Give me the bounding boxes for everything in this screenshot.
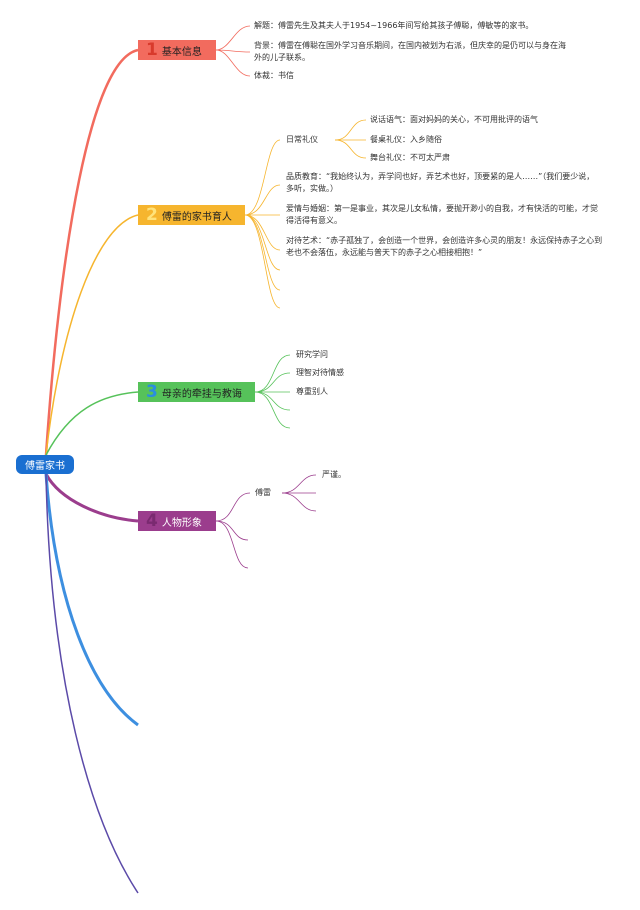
topic-label: 人物形象 [161,517,202,529]
topic-number: 2 [146,204,158,225]
leaf-mother-study[interactable]: 研究学问 [296,350,328,359]
topic-education[interactable]: 2 傅雷的家书育人 [138,205,245,225]
topic-label: 基本信息 [161,46,202,58]
leaf-etiquette-table[interactable]: 餐桌礼仪：入乡随俗 [370,135,442,144]
leaf-genre[interactable]: 体裁：书信 [254,71,294,80]
leaf-art[interactable]: 对待艺术：“赤子孤独了，会创造一个世界，会创造许多心灵的朋友！永远保持赤子之心到… [286,236,603,257]
topic-number: 3 [146,381,158,402]
branch-line-2 [45,214,139,456]
branch-line-4 [44,473,139,523]
topic1-connectors [215,25,251,77]
leaf-background[interactable]: 背景：傅雷在傅聪在国外学习音乐期间，在国内被划为右派，但庆幸的是仍可以与身在海外… [254,41,566,62]
topic-number: 1 [146,39,158,60]
topic4-connectors [215,474,317,569]
leaf-etiquette-speech[interactable]: 说话语气：面对妈妈的关心，不可用批评的语气 [370,115,538,124]
topic-number: 4 [146,510,158,531]
leaf-mother-emotion[interactable]: 理智对待情感 [296,368,344,377]
leaf-etiquette-stage[interactable]: 舞台礼仪：不可太严肃 [370,153,450,162]
topic-label: 母亲的牵挂与教诲 [161,388,242,400]
leaf-character[interactable]: 品质教育：“我始终认为，弄学问也好，弄艺术也好，顶要紧的是人……”（我们要少说，… [286,172,595,193]
topic2-connectors [244,119,367,309]
branch-line-3 [45,391,139,456]
root-node[interactable]: 傅雷家书 [16,455,74,474]
root-label: 傅雷家书 [25,461,65,472]
leaf-mother-respect[interactable]: 尊重别人 [296,387,328,396]
topic-basic-info[interactable]: 1 基本信息 [138,40,216,60]
topic3-connectors [254,354,291,429]
leaf-etiquette[interactable]: 日常礼仪 [286,135,318,144]
topic-label: 傅雷的家书育人 [161,211,232,223]
branch-line-5 [44,473,139,727]
leaf-intro[interactable]: 解题：傅雷先生及其夫人于1954~1966年间写给其孩子傅聪，傅敏等的家书。 [254,21,534,30]
topic-mother[interactable]: 3 母亲的牵挂与教诲 [138,382,255,402]
branch-line-6 [45,473,139,894]
leaf-person[interactable]: 傅雷 [255,488,271,497]
branch-line-1 [44,48,139,456]
leaf-love[interactable]: 爱情与婚姻：第一是事业，其次是儿女私情，要抛开渺小的自我，才有快活的可能，才觉得… [286,204,598,225]
topic-figures[interactable]: 4 人物形象 [138,511,216,531]
leaf-person-trait[interactable]: 严谨。 [322,470,346,479]
